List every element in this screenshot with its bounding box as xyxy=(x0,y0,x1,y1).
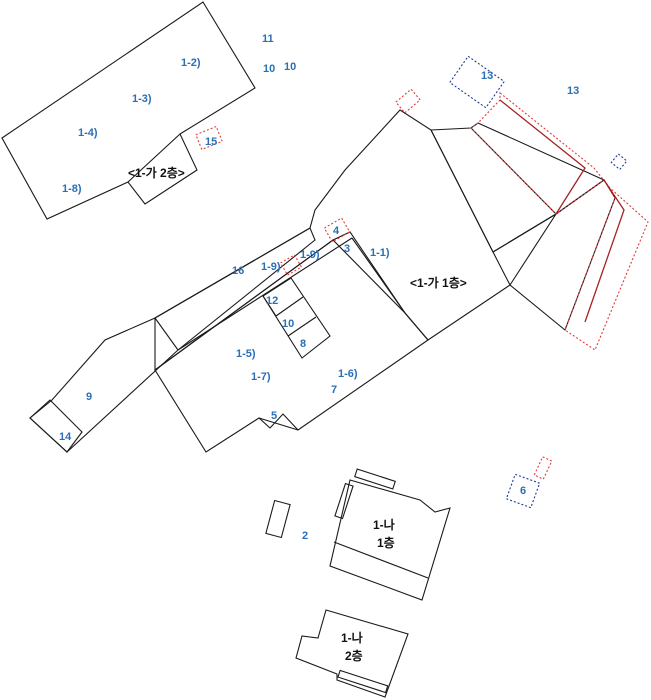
room-divider-1 xyxy=(275,296,304,317)
na1-lower-band xyxy=(333,541,429,579)
label-1-9-a: 1-9) xyxy=(300,249,320,261)
label-1-3: 1-3) xyxy=(132,93,152,105)
label-1-5: 1-5) xyxy=(236,348,256,360)
label-7: 7 xyxy=(331,384,337,396)
small-red-marker-top xyxy=(395,88,421,114)
area-6-dotted-blue xyxy=(505,473,541,509)
area-6-dotted-red xyxy=(533,456,553,480)
label-1-8: 1-8) xyxy=(62,183,82,195)
area-2-box xyxy=(265,499,291,539)
building-1ga-floor1 xyxy=(29,55,649,453)
floor2-inner-wall xyxy=(127,133,181,183)
label-8: 8 xyxy=(300,338,306,350)
label-15: 15 xyxy=(205,136,217,148)
lower-block-step xyxy=(258,417,299,431)
rooms-12-10-8 xyxy=(262,277,331,359)
label-1na-floor2-line2: 2층 xyxy=(345,648,363,663)
floor2-outline xyxy=(1,1,256,220)
label-5: 5 xyxy=(271,410,277,422)
label-12: 12 xyxy=(266,295,278,307)
lower-block-outline xyxy=(154,239,429,453)
label-14: 14 xyxy=(59,431,72,443)
area-4-dotted-red xyxy=(323,217,351,243)
label-1-4: 1-4) xyxy=(78,127,98,139)
dark-red-wall-a xyxy=(499,99,586,215)
building-1na-floor2 xyxy=(295,609,409,698)
area-labels: 11 1-2) 10 10 13 13 1-3) 1-4) 15 1-8) 4 … xyxy=(59,33,579,542)
label-13-a: 13 xyxy=(481,70,493,82)
right-wing-outline xyxy=(430,122,606,253)
label-3: 3 xyxy=(344,243,350,255)
label-10-a: 10 xyxy=(263,63,275,75)
label-2: 2 xyxy=(302,530,308,542)
area-6-group xyxy=(505,456,553,509)
label-1-9-b: 1-9) xyxy=(261,261,281,273)
dark-red-wall-b xyxy=(584,179,625,323)
right-wing-wall-b xyxy=(492,213,557,253)
label-1-7: 1-7) xyxy=(251,371,271,383)
room-divider-3 xyxy=(262,295,277,317)
label-9: 9 xyxy=(86,391,92,403)
label-1-2: 1-2) xyxy=(181,57,201,69)
label-1na-floor2-line1: 1-나 xyxy=(341,630,363,645)
label-16: 16 xyxy=(232,265,244,277)
room-divider-2 xyxy=(287,316,317,337)
main-block-wall-b xyxy=(351,237,406,314)
na1-outline xyxy=(329,479,451,601)
label-1-1: 1-1) xyxy=(370,247,390,259)
na1-top-bump xyxy=(354,468,396,490)
label-1na-floor1-line2: 1층 xyxy=(377,535,395,550)
main-block-wall-a xyxy=(177,237,353,351)
small-blue-marker xyxy=(610,153,628,171)
na2-outline xyxy=(295,609,409,698)
area-15-dotted-red xyxy=(195,125,223,151)
label-1ga-floor1: <1-가 1층> xyxy=(410,275,467,290)
building-labels: <1-가 2층> <1-가 1층> 1-나 1층 1-나 2층 xyxy=(128,165,467,663)
label-4: 4 xyxy=(333,225,340,237)
corridor-divider xyxy=(154,317,179,351)
label-10-b: 10 xyxy=(284,61,296,73)
label-10-c: 10 xyxy=(282,318,294,330)
na1-side-bump xyxy=(334,482,354,520)
label-1ga-floor2: <1-가 2층> xyxy=(128,165,185,180)
label-13-b: 13 xyxy=(567,85,579,97)
label-1na-floor1-line1: 1-나 xyxy=(373,517,395,532)
building-1ga-floor2 xyxy=(1,1,256,220)
area-1-9-dotted-red xyxy=(279,254,303,276)
building-1na-floor1 xyxy=(329,468,451,601)
area-14-box xyxy=(29,399,83,453)
label-6: 6 xyxy=(520,485,526,497)
na2-bottom-band xyxy=(337,669,389,694)
label-1-6: 1-6) xyxy=(338,368,358,380)
area-13-dotted-blue xyxy=(449,55,505,109)
label-11: 11 xyxy=(262,33,274,45)
